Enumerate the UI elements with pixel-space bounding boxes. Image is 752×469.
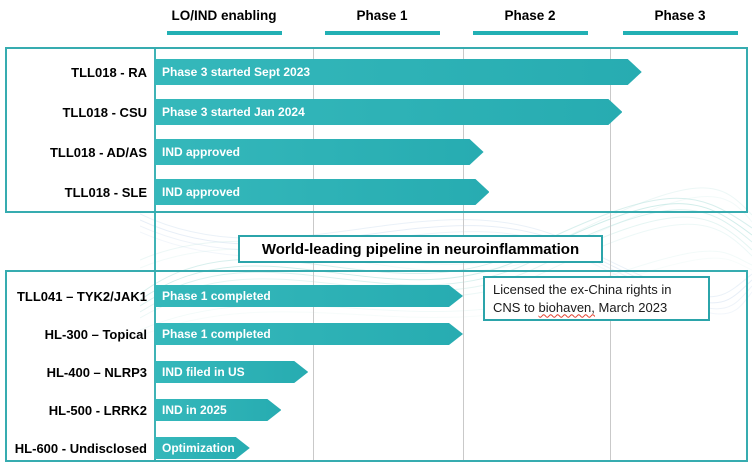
program-label: HL-500 - LRRK2 <box>48 402 147 418</box>
phase-column-underline <box>622 31 738 35</box>
license-note-text: March 2023 <box>594 299 668 315</box>
pipeline-row: TLL018 - AD/AS IND approved <box>7 139 746 165</box>
progress-arrow-bar: Phase 3 started Jan 2024 <box>155 99 622 125</box>
progress-arrow-bar: Optimization <box>155 437 250 459</box>
license-note-misspelled-word: biohaven, <box>538 299 595 315</box>
pipeline-row: HL-600 - Undisclosed Optimization <box>7 437 746 459</box>
program-label: TLL018 - AD/AS <box>49 144 147 160</box>
progress-arrow-bar: IND approved <box>155 179 489 205</box>
progress-bar-label: IND approved <box>162 145 241 159</box>
pipeline-row: HL-300 – Topical Phase 1 completed <box>7 323 746 345</box>
progress-arrow-bar: Phase 1 completed <box>155 323 463 345</box>
progress-arrow-bar: IND approved <box>155 139 484 165</box>
program-label: TLL041 – TYK2/JAK1 <box>16 288 147 304</box>
progress-bar-label: Phase 3 started Jan 2024 <box>162 105 305 119</box>
gridline-phase3 <box>610 47 611 462</box>
phase-column-header-loind: LO/IND enabling <box>144 8 304 35</box>
progress-arrow-bar: IND filed in US <box>155 361 308 383</box>
phase-column-underline <box>166 31 282 35</box>
phase-column-label: LO/IND enabling <box>171 8 277 23</box>
pipeline-row: TLL018 - SLE IND approved <box>7 179 746 205</box>
phase-column-label: Phase 3 <box>654 8 706 23</box>
pipeline-row: HL-500 - LRRK2 IND in 2025 <box>7 399 746 421</box>
progress-bar-label: IND filed in US <box>162 365 245 379</box>
progress-bar-label: IND approved <box>162 185 241 199</box>
program-label: HL-300 – Topical <box>44 326 147 342</box>
progress-bar-label: IND in 2025 <box>162 403 227 417</box>
pipeline-row: TLL041 – TYK2/JAK1 Phase 1 completed <box>7 285 746 307</box>
banner-title: World-leading pipeline in neuroinflammat… <box>261 240 580 258</box>
phase-column-underline <box>472 31 588 35</box>
progress-bar-label: Phase 1 completed <box>162 289 271 303</box>
program-label: TLL018 - CSU <box>62 104 147 120</box>
program-label: HL-600 - Undisclosed <box>14 440 147 456</box>
phase-column-label: Phase 2 <box>504 8 556 23</box>
phase-column-header-phase3: Phase 3 <box>600 8 752 35</box>
progress-arrow-bar: Phase 1 completed <box>155 285 463 307</box>
progress-bar-label: Optimization <box>162 441 235 455</box>
phase-column-header-phase2: Phase 2 <box>450 8 610 35</box>
phase-column-label: Phase 1 <box>356 8 408 23</box>
phase-column-header-phase1: Phase 1 <box>302 8 462 35</box>
phase-column-underline <box>324 31 440 35</box>
program-label: HL-400 – NLRP3 <box>46 364 147 380</box>
progress-bar-label: Phase 1 completed <box>162 327 271 341</box>
program-label: TLL018 - SLE <box>64 184 147 200</box>
license-note-text: Licensed the ex-China rights in CNS to <box>493 282 672 315</box>
pipeline-row: TLL018 - CSU Phase 3 started Jan 2024 <box>7 99 746 125</box>
gridline-label-divider <box>154 47 156 462</box>
progress-arrow-bar: Phase 3 started Sept 2023 <box>155 59 642 85</box>
pipeline-row: TLL018 - RA Phase 3 started Sept 2023 <box>7 59 746 85</box>
progress-arrow-bar: IND in 2025 <box>155 399 281 421</box>
program-label: TLL018 - RA <box>71 64 147 80</box>
pipeline-row: HL-400 – NLRP3 IND filed in US <box>7 361 746 383</box>
progress-bar-label: Phase 3 started Sept 2023 <box>162 65 311 79</box>
banner: World-leading pipeline in neuroinflammat… <box>238 235 603 263</box>
license-note: Licensed the ex-China rights in CNS to b… <box>483 276 710 322</box>
